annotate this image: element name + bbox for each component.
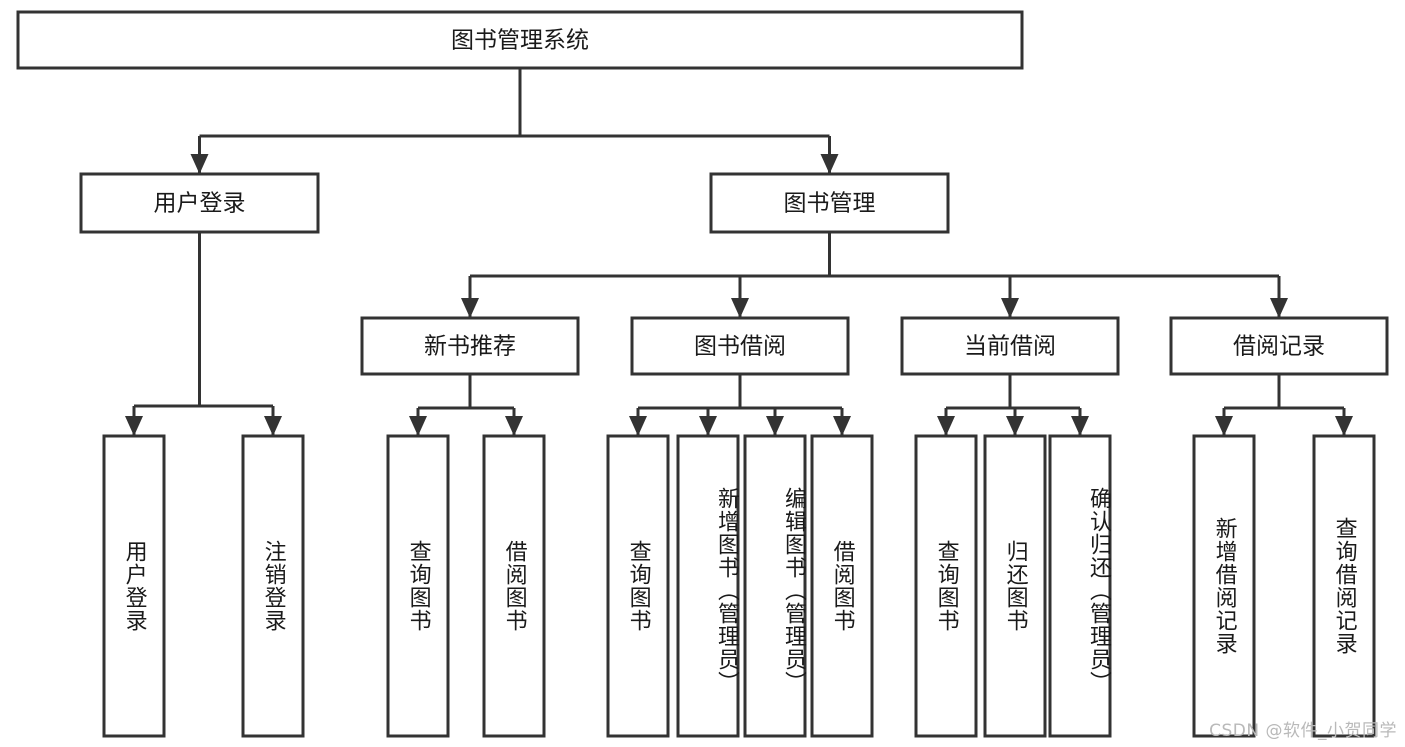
node-box-leaf-add-book[interactable] bbox=[676, 434, 740, 738]
connectors-layer bbox=[125, 68, 1353, 436]
arrow-head-leaf-confirm-return bbox=[1071, 416, 1089, 436]
arrow-head-book-borrow bbox=[731, 298, 749, 318]
arrow-head-leaf-user-login bbox=[125, 416, 143, 436]
node-box-leaf-add-record[interactable] bbox=[1192, 434, 1256, 738]
node-box-leaf-borrow-book-1[interactable] bbox=[482, 434, 546, 738]
arrow-head-borrow-record bbox=[1270, 298, 1288, 318]
node-box-borrow-record[interactable] bbox=[1169, 316, 1389, 376]
node-label-book-manage: 图书管理 bbox=[784, 191, 876, 217]
node-box-leaf-return-book[interactable] bbox=[983, 434, 1047, 738]
arrow-head-leaf-add-record bbox=[1215, 416, 1233, 436]
watermark-text: CSDN @软件_小贺同学 bbox=[1209, 721, 1397, 741]
node-box-leaf-query-book-1[interactable] bbox=[386, 434, 450, 738]
arrow-head-leaf-add-book bbox=[699, 416, 717, 436]
arrow-head-current-borrow bbox=[1001, 298, 1019, 318]
node-label-borrow-record: 借阅记录 bbox=[1233, 334, 1325, 360]
node-box-new-book-rec[interactable] bbox=[360, 316, 580, 376]
arrow-head-leaf-return-book bbox=[1006, 416, 1024, 436]
node-box-book-manage[interactable] bbox=[709, 172, 950, 234]
arrow-head-leaf-query-book-3 bbox=[937, 416, 955, 436]
arrow-head-leaf-query-record bbox=[1335, 416, 1353, 436]
arrow-head-leaf-edit-book bbox=[766, 416, 784, 436]
node-box-leaf-borrow-book-2[interactable] bbox=[810, 434, 874, 738]
node-box-leaf-query-record[interactable] bbox=[1312, 434, 1376, 738]
node-label-root: 图书管理系统 bbox=[451, 28, 589, 54]
arrow-head-new-book-rec bbox=[461, 298, 479, 318]
node-box-leaf-confirm-return[interactable] bbox=[1048, 434, 1112, 738]
node-label-user-login: 用户登录 bbox=[154, 191, 246, 217]
node-box-leaf-user-login[interactable] bbox=[102, 434, 166, 738]
node-label-new-book-rec: 新书推荐 bbox=[424, 334, 516, 360]
arrow-head-book-manage bbox=[820, 154, 839, 174]
arrow-head-leaf-query-book-1 bbox=[409, 416, 427, 436]
node-box-book-borrow[interactable] bbox=[630, 316, 850, 376]
arrow-head-user-login bbox=[190, 154, 209, 174]
arrow-head-leaf-logout bbox=[264, 416, 282, 436]
node-label-book-borrow: 图书借阅 bbox=[694, 334, 786, 360]
node-box-root[interactable] bbox=[16, 10, 1024, 70]
node-box-leaf-query-book-3[interactable] bbox=[914, 434, 978, 738]
boxes-layer bbox=[16, 10, 1389, 738]
node-box-leaf-logout[interactable] bbox=[241, 434, 305, 738]
node-box-user-login[interactable] bbox=[79, 172, 320, 234]
arrow-head-leaf-borrow-book-1 bbox=[505, 416, 523, 436]
node-box-leaf-query-book-2[interactable] bbox=[606, 434, 670, 738]
node-box-leaf-edit-book[interactable] bbox=[743, 434, 807, 738]
arrow-head-leaf-query-book-2 bbox=[629, 416, 647, 436]
arrow-head-leaf-borrow-book-2 bbox=[833, 416, 851, 436]
node-box-current-borrow[interactable] bbox=[900, 316, 1120, 376]
node-label-current-borrow: 当前借阅 bbox=[964, 334, 1056, 360]
